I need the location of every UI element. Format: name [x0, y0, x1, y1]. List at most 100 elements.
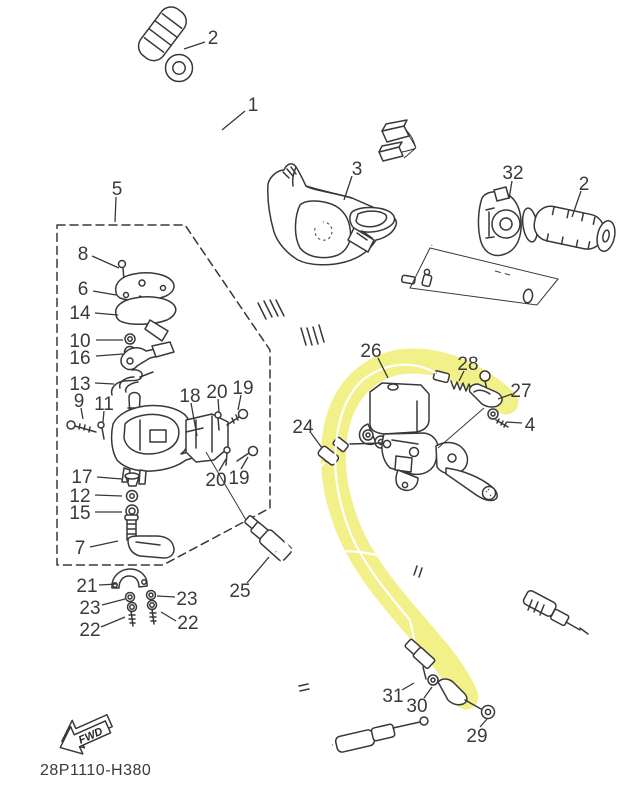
part-callout-10-9: 10 [69, 331, 90, 352]
bolt-22-left [126, 601, 138, 627]
bar-clip [400, 268, 433, 288]
left-grip [137, 6, 194, 83]
cable-25-end-fitting [334, 716, 429, 753]
cable-joint-fittings [404, 638, 496, 720]
leader-line-25-28 [246, 556, 270, 584]
throttle-housing-exploded [66, 259, 259, 559]
part-callout-20-17: 20 [205, 470, 226, 491]
part-callout-11-13: 11 [94, 394, 114, 415]
leader-line-19-18 [240, 456, 249, 470]
leader-line-27-32 [497, 393, 513, 400]
cable-24-end-fitting [522, 589, 589, 635]
part-callout-1-0: 1 [248, 95, 259, 116]
part-callout-17-19: 17 [71, 467, 92, 488]
bolt-29 [480, 704, 496, 720]
part-callout-6-7: 6 [78, 279, 89, 300]
part-callout-23-24: 23 [79, 598, 100, 619]
spring-28 [450, 380, 473, 393]
leader-line-17-19 [96, 476, 123, 480]
part-callout-19-18: 19 [228, 468, 249, 489]
leader-line-2-1 [183, 41, 206, 50]
subassembly-dashed-box [56, 224, 271, 566]
part-callout-23-25: 23 [176, 589, 197, 610]
part-callout-4-33: 4 [525, 415, 536, 436]
leader-line-2-2 [571, 190, 582, 218]
part-callout-19-16: 19 [232, 378, 253, 399]
part-number-text: 28P1110-H380 [40, 762, 151, 779]
leader-line-6-7 [92, 290, 117, 296]
leader-line-22-27 [160, 611, 177, 622]
leader-line-30-35 [423, 686, 433, 699]
throttle-cable-25 [205, 451, 429, 753]
throttle-arm [120, 341, 175, 371]
part-callout-2-2: 2 [579, 174, 590, 195]
bar-clamp-group [111, 568, 158, 627]
part-callout-22-26: 22 [79, 620, 100, 641]
part-callout-3-3: 3 [352, 159, 363, 180]
bolt-22-right [146, 599, 158, 625]
part-callout-12-20: 12 [69, 486, 90, 507]
leader-line-3-3 [343, 175, 353, 201]
leader-line-21-23 [98, 583, 118, 586]
leader-line-31-34 [401, 682, 415, 691]
fwd-arrow: FWD [59, 713, 113, 755]
part-callout-14-8: 14 [69, 303, 91, 324]
pin-31 [422, 666, 427, 680]
master-cylinder-assembly [317, 370, 509, 502]
leader-line-8-6 [91, 255, 120, 269]
part-callout-25-28: 25 [229, 581, 250, 602]
leader-line-11-13 [102, 410, 105, 423]
part-callout-21-23: 21 [76, 576, 97, 597]
part-callout-9-12: 9 [74, 391, 85, 412]
leader-line-5-5 [114, 196, 117, 223]
part-callout-16-10: 16 [69, 348, 90, 369]
throttle-cable-24 [283, 461, 589, 635]
bolt-9 [66, 420, 97, 433]
part-callout-8-6: 8 [78, 244, 89, 265]
part-callout-18-14: 18 [179, 386, 200, 407]
gasket-14 [115, 296, 177, 342]
leader-line-28-31 [458, 370, 465, 382]
throttle-housing-case [110, 404, 210, 485]
right-grip [521, 205, 616, 253]
leader-line-7-22 [89, 540, 119, 548]
part-callout-27-32: 27 [510, 381, 531, 402]
part-callout-30-35: 30 [406, 696, 427, 717]
leader-line-23-25 [156, 595, 176, 598]
leader-line-32-4 [508, 180, 513, 200]
handlebar [187, 91, 534, 346]
part-callout-29-36: 29 [466, 726, 487, 747]
screw-11 [97, 421, 105, 440]
pin-4 [495, 418, 509, 428]
leader-line-20-17 [218, 458, 227, 472]
leader-line-16-10 [95, 353, 124, 357]
screw-20-lower [223, 446, 231, 466]
part-callout-15-21: 15 [69, 503, 90, 524]
leader-line-29-36 [479, 718, 488, 728]
lever-7 [124, 514, 175, 559]
part-callout-22-27: 22 [177, 613, 198, 634]
leader-line-18-14 [190, 402, 198, 437]
bar-end-plane-panel [409, 247, 559, 306]
part-callout-31-34: 31 [382, 686, 403, 707]
part-callout-20-15: 20 [206, 382, 227, 403]
part-callout-13-11: 13 [69, 374, 90, 395]
leader-line-4-33 [505, 421, 523, 424]
leader-line-23-24 [101, 598, 126, 606]
bolt-19-lower [236, 445, 259, 462]
leader-line-26-30 [377, 357, 389, 379]
cable-ferrule [432, 370, 451, 384]
clamp-21 [111, 568, 148, 589]
bolt-19-upper [226, 408, 249, 426]
knurl-band-left [257, 299, 285, 320]
part-callout-26-30: 26 [360, 341, 381, 362]
handlebar-cover [267, 163, 398, 266]
brake-lever [445, 467, 498, 502]
leader-line-9-12 [80, 407, 84, 420]
part-callout-7-22: 7 [75, 538, 86, 559]
part-callout-24-29: 24 [292, 417, 314, 438]
part-callout-28-31: 28 [457, 354, 478, 375]
